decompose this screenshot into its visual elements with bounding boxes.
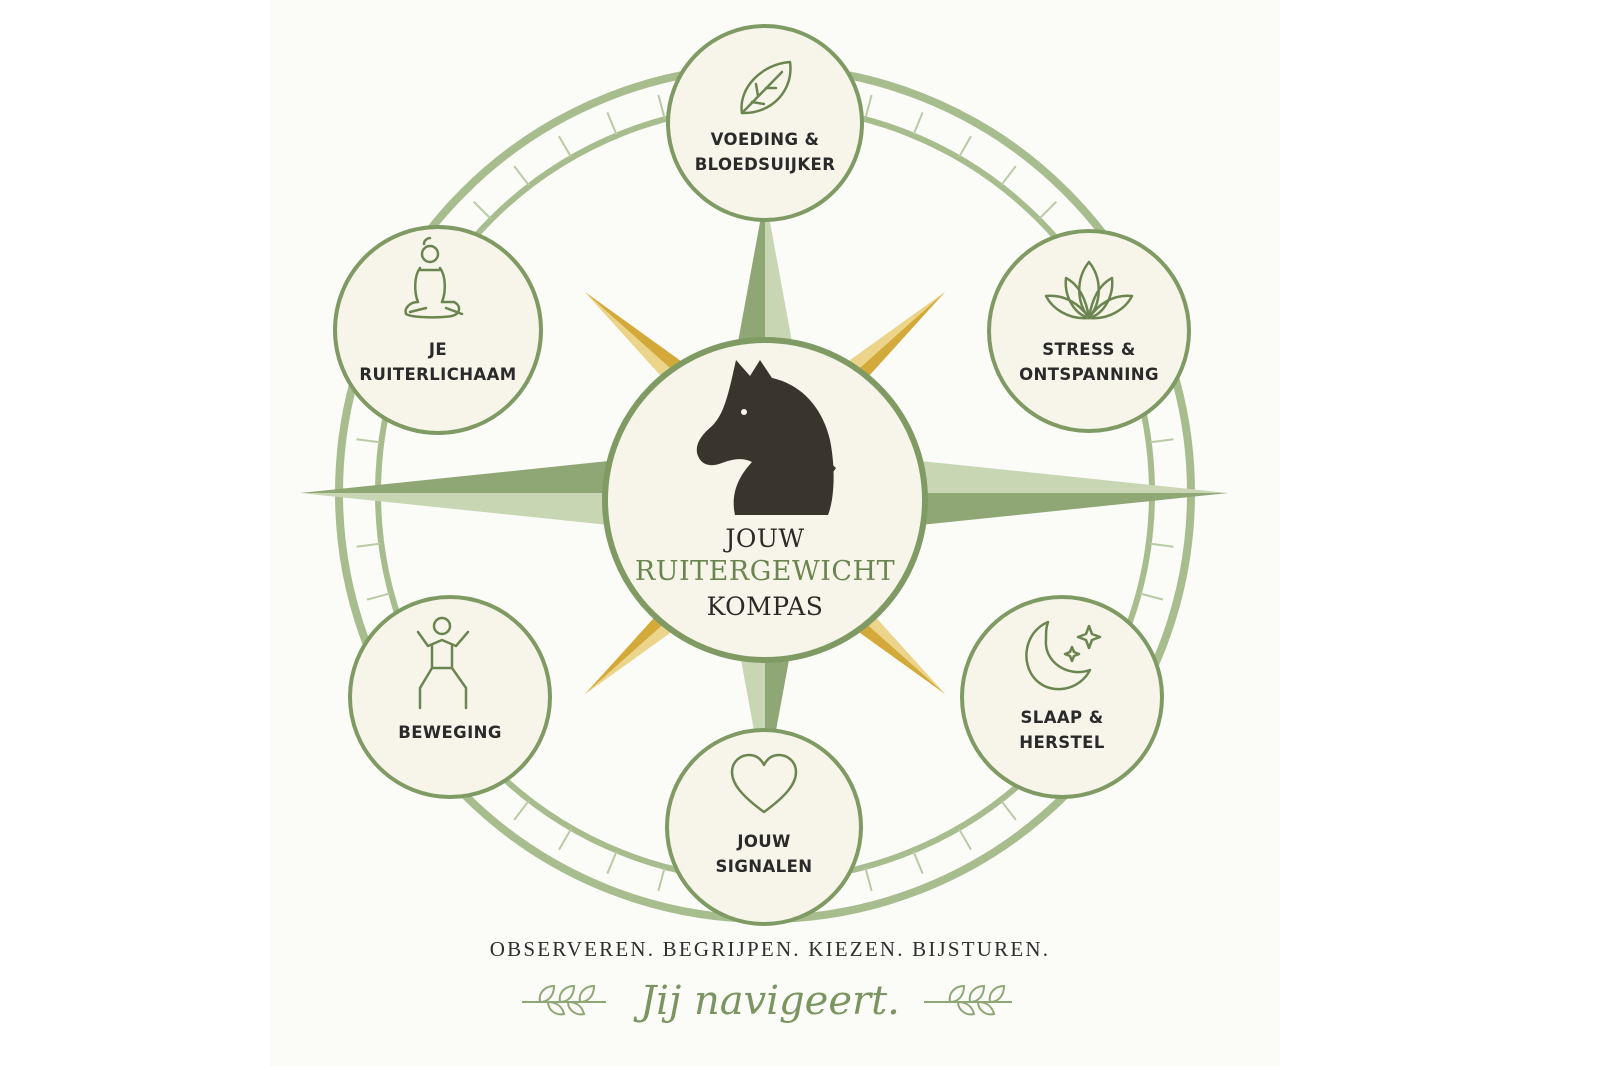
compass-tick [1149, 438, 1174, 444]
lotus-icon [1044, 260, 1134, 320]
tagline: OBSERVEREN. BEGRIJPEN. KIEZEN. BIJSTUREN… [489, 937, 1051, 961]
compass-tick [1038, 200, 1058, 220]
compass-tick [912, 111, 924, 135]
topic-label-voeding: VOEDING & BLOEDSUIJKER [665, 127, 865, 177]
title-line-3: KOMPAS [706, 592, 824, 621]
compass-tick [864, 94, 873, 119]
compass-tick [606, 851, 618, 875]
compass-tick [1000, 165, 1017, 186]
laurel-right-icon [924, 984, 1012, 1016]
title-line-2: RUITERGEWICHT [634, 556, 896, 587]
compass-tick [558, 828, 572, 851]
compass-tick [513, 800, 530, 821]
compass-tick [657, 94, 666, 119]
topic-circles [333, 24, 1191, 926]
topic-circle-ruiterlichaam [333, 225, 543, 435]
topic-circle-voeding [666, 24, 864, 222]
compass-tick [606, 111, 618, 135]
compass-tick [864, 867, 873, 892]
topic-label-ruiterlichaam: JE RUITERLICHAAM [338, 337, 538, 387]
topic-label-line2: RUITERLICHAAM [359, 365, 517, 384]
compass-tick [513, 165, 530, 186]
topic-label-slaap: SLAAP & HERSTEL [962, 705, 1162, 755]
compass-tick [356, 438, 381, 444]
compass-tick [1149, 542, 1174, 548]
topic-label-line1: SLAAP & [1020, 708, 1104, 727]
laurel-left-icon [522, 984, 606, 1016]
topic-label-line2: HERSTEL [1019, 733, 1105, 752]
compass-tick [472, 200, 492, 220]
horse-eye-icon [741, 409, 747, 415]
topic-label-signalen: JOUW SIGNALEN [664, 829, 864, 879]
topic-circle-signalen [665, 728, 863, 926]
topic-label-line1: BEWEGING [398, 723, 502, 742]
compass-tick [366, 592, 391, 601]
topic-label-line2: SIGNALEN [715, 857, 813, 876]
compass-tick [958, 828, 972, 851]
signoff: Jij navigeert. [640, 978, 900, 1024]
topic-label-beweging: BEWEGING [350, 720, 550, 745]
compass-tick [356, 542, 381, 548]
heart-icon [730, 753, 798, 814]
compass-tick [558, 135, 572, 158]
horse-mane-icon [772, 378, 836, 508]
topic-circle-beweging [348, 595, 552, 799]
exercise-figure-icon [416, 616, 470, 710]
moon-stars-icon [1025, 620, 1102, 691]
leaf-icon [740, 60, 792, 115]
compass-tick [912, 851, 924, 875]
topic-label-line1: VOEDING & [710, 130, 820, 149]
compass-tick [958, 135, 972, 158]
topic-label-line1: STRESS & [1042, 340, 1136, 359]
topic-label-line1: JOUW [737, 832, 791, 851]
topic-label-line2: ONTSPANNING [1019, 365, 1159, 384]
topic-circle-slaap [960, 595, 1164, 799]
horse-head-icon [696, 360, 834, 515]
meditating-figure-icon [404, 236, 464, 319]
topic-circle-stress [987, 229, 1191, 433]
compass-tick [1139, 592, 1164, 601]
compass-tick [1000, 800, 1017, 821]
topic-label-line2: BLOEDSUIJKER [694, 155, 836, 174]
title-line-1: JOUW [725, 524, 805, 553]
topic-label-stress: STRESS & ONTSPANNING [989, 337, 1189, 387]
topic-label-line1: JE [428, 340, 448, 359]
compass-tick [657, 867, 666, 892]
